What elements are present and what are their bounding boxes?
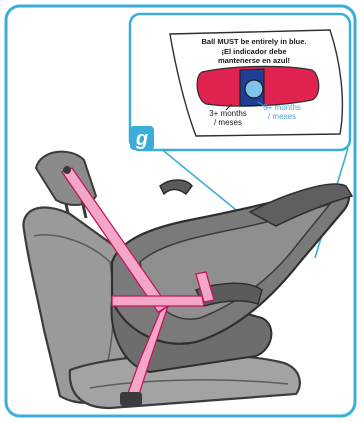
warning-text-es-1: ¡El indicador debe — [221, 47, 286, 56]
indicator-right-label-1: 0+ months — [263, 103, 301, 112]
indicator-right-label-2: / meses — [268, 112, 296, 121]
level-indicator-inset: Ball MUST be entirely in blue. ¡El indic… — [130, 14, 350, 150]
warning-text-es-2: mantenerse en azul! — [218, 56, 290, 65]
indicator-ball — [245, 80, 263, 98]
indicator-left-label-2: / meses — [214, 118, 242, 127]
warning-text-en: Ball MUST be entirely in blue. — [201, 37, 306, 46]
indicator-left-label-1: 3+ months — [209, 109, 247, 118]
callout-letter: g — [135, 128, 148, 150]
buckle — [120, 392, 142, 406]
